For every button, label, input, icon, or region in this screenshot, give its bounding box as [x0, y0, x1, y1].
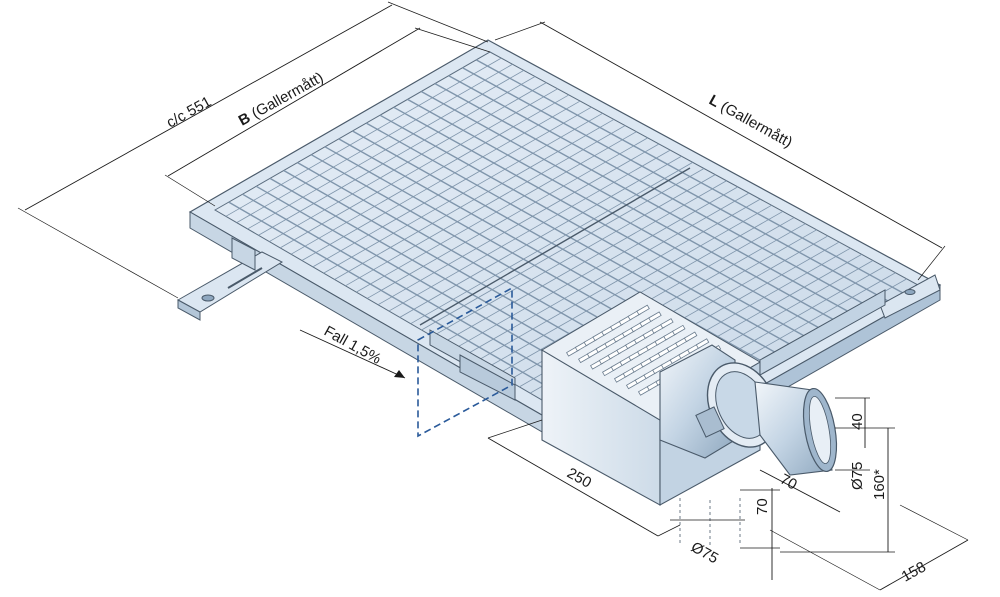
- right-bracket: [759, 274, 941, 376]
- grating-joint: [419, 167, 691, 326]
- d158-line: [879, 539, 969, 591]
- bracket-edge: [177, 299, 201, 321]
- d250-ext-left: [487, 419, 543, 439]
- sieve-slot: [636, 304, 650, 316]
- l-ext-right: [917, 245, 946, 281]
- grating-bar-bearing: [420, 90, 846, 327]
- d250-ext-right: [657, 524, 681, 537]
- channel-left-wall: [231, 237, 256, 271]
- sieve-slot: [648, 311, 662, 322]
- right-bracket-plate: [879, 274, 941, 319]
- label-cc: c/c 551: [164, 93, 215, 131]
- label-70-horizontal: 70: [777, 471, 800, 494]
- section-outline: [417, 286, 513, 438]
- d158-ext-1: [769, 529, 881, 591]
- label-40: 40: [849, 413, 866, 430]
- channel-end-wall: [459, 354, 516, 401]
- grating-bar-bearing: [379, 114, 803, 352]
- sieve-slot: [695, 338, 710, 349]
- label-250: 250: [564, 465, 594, 492]
- fall-arrow-line: [299, 329, 406, 379]
- cc-ext-right: [387, 1, 489, 43]
- right-end-wall: [759, 289, 886, 376]
- label-b: B (Gallermått): [236, 69, 327, 130]
- mounting-bracket: [176, 237, 284, 321]
- grating-bar-bearing: [365, 122, 788, 360]
- b-ext-left: [164, 174, 216, 207]
- grating-bar-bearing: [448, 75, 875, 311]
- grating-bar-bearing: [462, 67, 890, 303]
- dimensions: [17, 1, 969, 591]
- label-75-right: Ø75: [849, 462, 866, 490]
- channel-body: [429, 329, 516, 401]
- grating-bar-bearing: [407, 98, 832, 336]
- b-dimline: [167, 27, 421, 177]
- d158-ext-2: [899, 504, 969, 541]
- b-ext-right: [414, 27, 491, 53]
- bottom-outlet: [679, 498, 741, 548]
- bracket-plate: [176, 251, 284, 313]
- cc-dimline: [24, 4, 393, 211]
- label-l: L (Gallermått): [706, 92, 795, 152]
- sieve-slot: [683, 331, 698, 343]
- right-bracket-hole: [904, 289, 916, 295]
- bracket-slot: [227, 267, 263, 289]
- pipe-opening-inner: [808, 396, 832, 464]
- sieve-slot: [660, 318, 674, 329]
- grating-bar-bearing: [393, 106, 817, 344]
- grating-bar-bearing: [352, 130, 774, 369]
- grating-bar-bearing: [434, 82, 861, 319]
- label-70-vertical: 70: [754, 498, 771, 515]
- d70-horizontal: [759, 469, 841, 513]
- bracket-hole: [201, 294, 215, 302]
- fall-arrow-head: [394, 370, 405, 378]
- label-75-bottom: Ø75: [688, 539, 721, 568]
- d250-dimline: [487, 437, 659, 537]
- grating-bar-bearing: [475, 59, 904, 294]
- l-ext-left: [494, 21, 546, 41]
- cc-ext-left: [17, 207, 179, 299]
- label-158: 158: [899, 558, 929, 585]
- label-160: 160*: [871, 469, 888, 500]
- sieve-slot: [672, 324, 686, 336]
- l-dimline: [539, 21, 943, 249]
- outlet-pipe: [659, 344, 838, 476]
- clamp-screw: [695, 406, 725, 438]
